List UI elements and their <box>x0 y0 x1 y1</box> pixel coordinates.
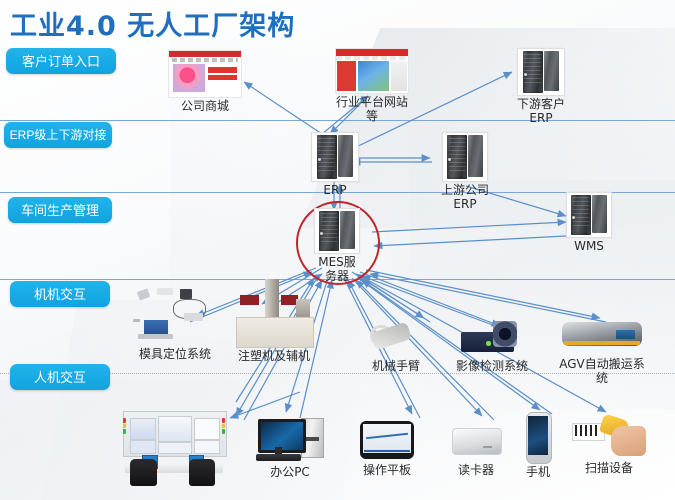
vision-camera-photo-icon <box>457 314 527 358</box>
injection-machine-photo-icon <box>231 278 317 348</box>
node-label: 上游公司 ERP <box>440 183 489 211</box>
node-label: 手机 <box>525 465 550 479</box>
node-label: WMS <box>574 239 604 253</box>
band-label-text: 客户订单入口 <box>21 53 100 69</box>
band-label-machine-to-machine[interactable]: 机机交互 <box>10 281 110 307</box>
node-office-pc[interactable]: 办公PC <box>252 414 328 479</box>
band-label-workshop-production[interactable]: 车间生产管理 <box>8 197 112 223</box>
node-wms[interactable]: WMS <box>559 192 619 253</box>
node-label: 行业平台网站 等 <box>335 95 408 123</box>
barcode-scanner-photo-icon <box>570 412 648 460</box>
tablet-photo-icon <box>358 418 416 462</box>
node-label: 办公PC <box>270 465 310 479</box>
node-barcode-scanner[interactable]: 扫描设备 <box>568 412 650 475</box>
band-label-human-machine[interactable]: 人机交互 <box>10 364 110 390</box>
server-icon <box>566 192 612 238</box>
band-divider <box>0 373 675 374</box>
website-thumbnail-icon <box>168 50 242 98</box>
mes-highlight-circle <box>296 201 380 285</box>
robot-arm-photo-icon <box>365 318 427 358</box>
node-label: 影像检测系统 <box>455 359 528 373</box>
node-label: 操作平板 <box>362 463 411 477</box>
agv-photo-icon <box>559 312 645 356</box>
node-robot-arm[interactable]: 机械手臂 <box>360 318 432 373</box>
server-icon <box>517 48 565 96</box>
server-icon <box>442 132 488 182</box>
server-icon <box>311 132 359 182</box>
node-industry-platform[interactable]: 行业平台网站 等 <box>332 48 412 123</box>
node-label: 注塑机及辅机 <box>237 349 310 363</box>
node-control-room[interactable] <box>112 398 236 491</box>
node-label: 扫描设备 <box>584 461 633 475</box>
band-label-text: 机机交互 <box>33 286 86 302</box>
node-mold-positioning-system[interactable]: 模具定位系统 <box>128 284 222 361</box>
node-label: 下游客户 ERP <box>516 97 565 125</box>
band-label-text: 车间生产管理 <box>20 202 99 218</box>
node-erp[interactable]: ERP <box>305 132 365 197</box>
node-label: MES服务器 <box>318 255 356 283</box>
node-downstream-customer-erp[interactable]: 下游客户 ERP <box>505 48 577 125</box>
band-label-customer-order[interactable]: 客户订单入口 <box>6 48 116 74</box>
node-smartphone[interactable]: 手机 <box>512 410 564 479</box>
node-upstream-company-erp[interactable]: 上游公司 ERP <box>432 132 498 211</box>
node-label: 机械手臂 <box>371 359 420 373</box>
mold-positioning-photo-icon <box>129 284 221 346</box>
node-label: 模具定位系统 <box>138 347 211 361</box>
page-title: 工业4.0 无人工厂架构 <box>10 11 296 42</box>
desktop-pc-photo-icon <box>255 414 325 464</box>
band-label-erp-upstream-downstream[interactable]: ERP级上下游对接 <box>4 122 112 148</box>
node-company-mall[interactable]: 公司商城 <box>166 50 244 113</box>
node-injection-machine[interactable]: 注塑机及辅机 <box>228 278 320 363</box>
control-room-photo-icon <box>113 398 235 490</box>
node-label: 读卡器 <box>457 463 494 477</box>
server-icon <box>314 208 360 254</box>
node-label: AGV自动搬运系 统 <box>559 357 645 385</box>
website-thumbnail-icon <box>335 48 409 94</box>
band-label-text: 人机交互 <box>33 369 86 385</box>
smartphone-photo-icon <box>521 410 555 464</box>
node-mes-server[interactable]: MES服务器 <box>308 208 366 283</box>
node-vision-inspection-system[interactable]: 影像检测系统 <box>444 314 540 373</box>
node-label: 公司商城 <box>180 99 229 113</box>
band-label-text: ERP级上下游对接 <box>9 127 107 142</box>
node-agv-transport-system[interactable]: AGV自动搬运系 统 <box>554 312 650 385</box>
node-label: ERP <box>323 183 347 197</box>
node-operation-tablet[interactable]: 操作平板 <box>352 418 422 477</box>
band-divider <box>0 192 675 193</box>
card-reader-photo-icon <box>447 420 505 462</box>
node-card-reader[interactable]: 读卡器 <box>442 420 510 477</box>
